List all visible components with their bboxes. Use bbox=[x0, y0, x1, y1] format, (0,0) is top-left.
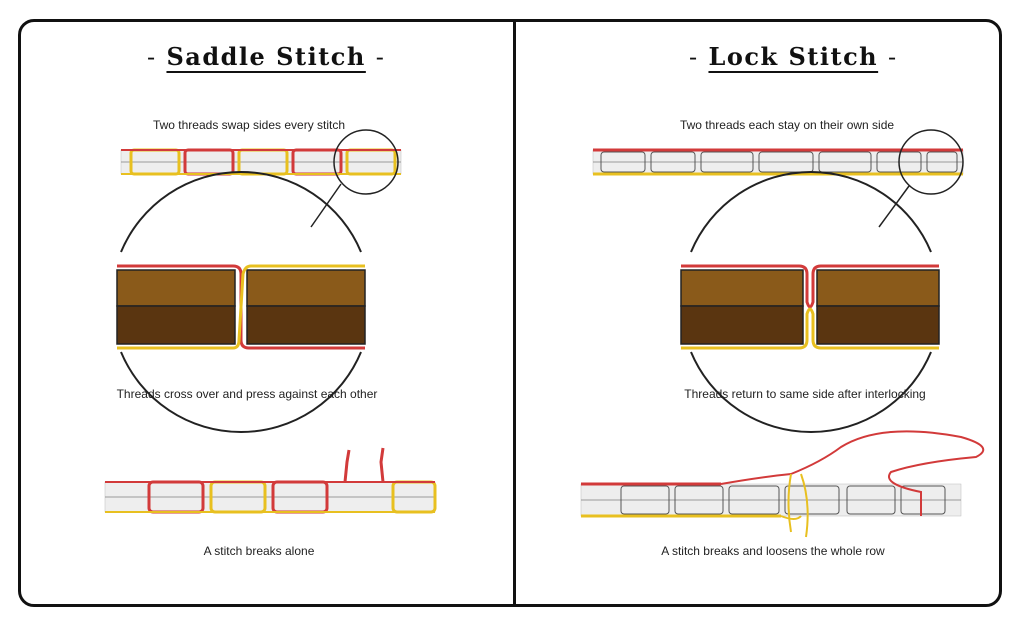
lock-magnifier-small bbox=[898, 129, 964, 195]
lock-bottom-strip bbox=[580, 430, 985, 538]
saddle-caption-top: Two threads swap sides every stitch bbox=[152, 118, 346, 132]
saddle-title-dash-left: - bbox=[147, 43, 157, 71]
saddle-caption-mid: Threads cross over and press against eac… bbox=[116, 387, 378, 401]
lock-magnifier-large bbox=[680, 171, 940, 433]
saddle-bottom-strip bbox=[104, 447, 437, 514]
stitch-illustration bbox=[104, 129, 985, 538]
saddle-caption-bottom: A stitch breaks alone bbox=[203, 544, 315, 558]
lock-caption-mid: Threads return to same side after interl… bbox=[684, 387, 926, 401]
lock-title: - Lock Stitch - bbox=[689, 42, 898, 71]
saddle-title: - Saddle Stitch - bbox=[147, 42, 385, 71]
lock-title-dash-left: - bbox=[689, 43, 699, 71]
panel-divider bbox=[513, 22, 516, 604]
lock-title-text: Lock Stitch bbox=[708, 42, 879, 71]
lock-title-dash-right: - bbox=[888, 43, 898, 71]
lock-top-strip bbox=[592, 148, 964, 176]
lock-caption-top: Two threads each stay on their own side bbox=[679, 118, 895, 132]
saddle-magnifier-large bbox=[116, 171, 366, 433]
diagram-frame: - Saddle Stitch - Two threads swap sides… bbox=[18, 19, 1002, 607]
saddle-title-text: Saddle Stitch bbox=[166, 42, 366, 71]
saddle-title-dash-right: - bbox=[375, 43, 386, 71]
lock-caption-bottom: A stitch breaks and loosens the whole ro… bbox=[661, 544, 885, 558]
saddle-top-strip bbox=[120, 148, 402, 176]
saddle-magnifier-small bbox=[333, 129, 399, 195]
